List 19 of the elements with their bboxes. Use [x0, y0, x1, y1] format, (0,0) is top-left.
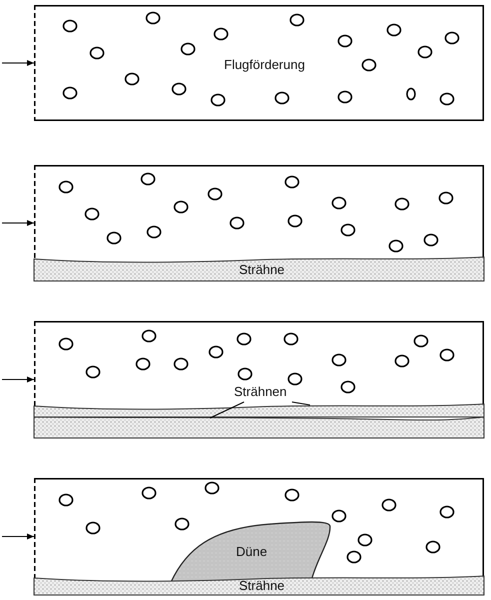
- flow-panel: [34, 478, 484, 595]
- leader-line: [210, 402, 244, 418]
- strand-label: Strähne: [239, 578, 285, 593]
- flow-panel: [34, 5, 484, 121]
- dune-label: Düne: [236, 544, 268, 559]
- leader-line: [292, 402, 310, 406]
- flow-panel: [34, 165, 484, 281]
- dune-shape: [171, 520, 331, 582]
- arrow: [2, 220, 34, 226]
- strand-label: Strähnen: [234, 384, 287, 399]
- strand-label: Strähne: [239, 262, 285, 277]
- regime-label: Flugförderung: [224, 57, 305, 72]
- arrow: [2, 534, 34, 540]
- arrow: [2, 60, 34, 66]
- sediment-band: [34, 576, 484, 595]
- arrow: [2, 376, 34, 382]
- flow-panel: [34, 321, 484, 438]
- sediment-band: [34, 404, 484, 417]
- sediment-band: [34, 417, 484, 438]
